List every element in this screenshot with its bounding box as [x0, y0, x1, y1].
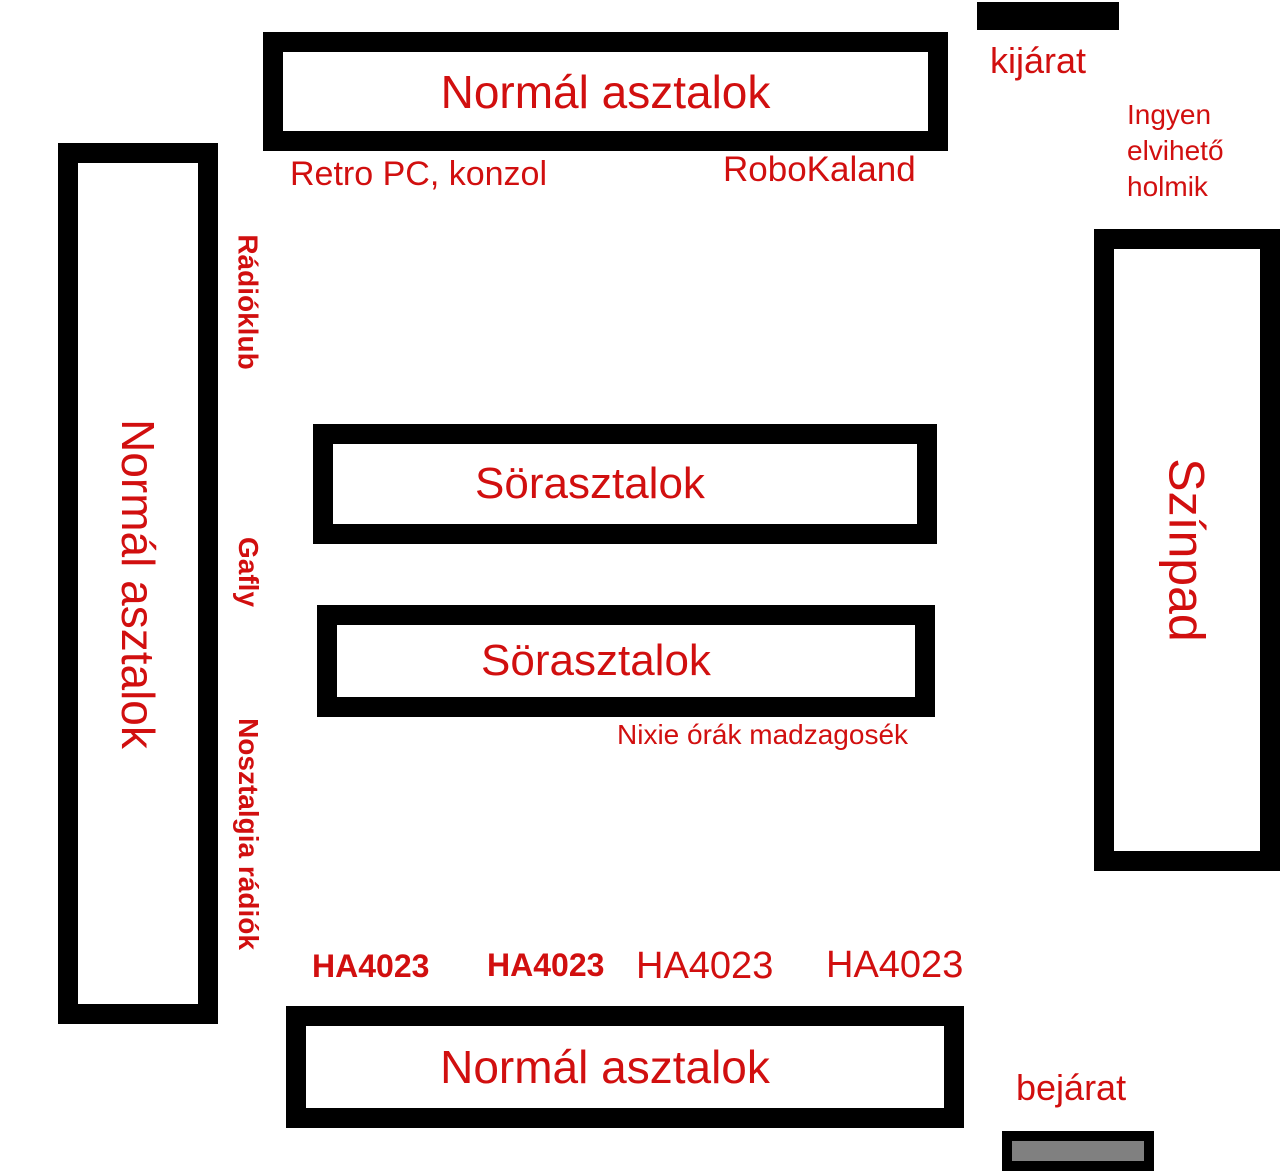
- ha-label-4: HA4023: [826, 944, 964, 986]
- ha-label-2: HA4023: [487, 947, 605, 983]
- gafly-wrap: Gafly: [198, 527, 298, 617]
- beer-tables-2: Sörasztalok: [317, 605, 935, 717]
- exit-label: kijárat: [990, 40, 1087, 81]
- stage-label: Színpad: [1158, 458, 1215, 642]
- beer-tables-1-label: Sörasztalok: [475, 459, 705, 508]
- top-tables-label: Normál asztalok: [440, 65, 771, 118]
- free-items-line-3: holmik: [1127, 171, 1208, 202]
- retro-label: Retro PC, konzol: [290, 155, 547, 193]
- gafly-label: Gafly: [233, 536, 264, 608]
- exit-marker: [977, 2, 1119, 30]
- stage-label-wrap: Színpad: [864, 249, 1280, 851]
- nosztalgia-wrap: Nosztalgia rádiók: [98, 686, 398, 982]
- entrance-marker: [1002, 1131, 1154, 1171]
- radioklub-wrap: Rádióklub: [158, 218, 338, 386]
- stage: Színpad: [1094, 229, 1280, 871]
- bottom-tables-label: Normál asztalok: [440, 1041, 770, 1093]
- entrance-label: bejárat: [1016, 1067, 1127, 1108]
- top-tables: Normál asztalok: [263, 32, 948, 151]
- ha-label-1: HA4023: [312, 948, 430, 984]
- robokaland-label: RoboKaland: [723, 150, 916, 189]
- bottom-tables: Normál asztalok: [286, 1006, 964, 1128]
- free-items-line-2: elvihető: [1127, 135, 1224, 166]
- beer-tables-1: Sörasztalok: [313, 424, 937, 544]
- left-tables: Normál asztalok: [58, 143, 218, 1024]
- free-items-label: Ingyen elvihető holmik: [1127, 97, 1224, 205]
- ha-label-3: HA4023: [636, 945, 774, 987]
- beer-tables-2-label: Sörasztalok: [481, 636, 711, 685]
- nixie-label: Nixie órák madzagosék: [617, 719, 909, 750]
- free-items-line-1: Ingyen: [1127, 99, 1212, 130]
- nosztalgia-label: Nosztalgia rádiók: [233, 718, 264, 950]
- radioklub-label: Rádióklub: [233, 234, 264, 370]
